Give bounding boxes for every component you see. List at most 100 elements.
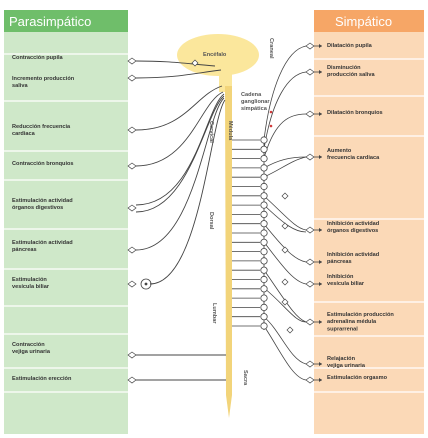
para-effect-8-line-1: Contracción [12,342,45,348]
chain-ganglion-node [260,182,268,191]
chain-ganglion-node [260,322,268,330]
sympathetic-panel [314,10,424,434]
chain-ganglion-node [260,173,268,181]
symp-diamond-marker [305,280,315,288]
prevertebral-ganglion [281,192,289,200]
parasympathetic-nerve [149,99,226,285]
symp-arrow-head [319,282,322,286]
prevertebral-ganglion [281,246,289,254]
nerve-connections [127,42,322,384]
sympathetic-nerve [263,269,307,323]
symp-arrow-head [319,320,322,324]
symp-diamond-marker [305,68,315,76]
prevertebral-ganglion [286,326,294,334]
symp-arrow-head [319,70,322,74]
symp-effect-8-line-2: adrenalina médula [327,319,377,325]
symp-diamond-marker [305,258,315,266]
para-effect-2-line-2: saliva [12,83,28,89]
prevertebral-ganglion [281,222,289,230]
para-diamond-marker [127,376,137,384]
symp-effect-10-line-1: Estimulación orgasmo [327,375,388,381]
chain-ganglion-node [260,136,268,144]
chain-ganglion-node [260,257,268,265]
ganglion-dot [144,282,148,286]
symp-arrow-head [319,44,322,48]
symp-diamond-marker [305,318,315,326]
para-effect-4-line-1: Contracción bronquios [12,161,74,167]
symp-effect-7-line-2: vesícula biliar [327,281,365,287]
chain-ganglion-node [260,164,268,172]
sympathetic-nerve [263,71,307,150]
sympathetic-nerve [263,195,307,231]
para-diamond-marker [127,162,137,170]
sympathetic-row-dividers [314,58,424,393]
symp-effect-6-line-1: Inhibición actividad [327,252,380,258]
symp-effect-4-line-1: Aumento [327,148,352,154]
symp-arrow-head [319,155,322,159]
chain-ganglion-node [260,145,268,153]
brainstem-shape [219,66,232,92]
parasympathetic-nerve [135,69,222,79]
symp-effect-5-line-1: Inhibición actividad [327,221,380,227]
symp-effect-9-line-1: Relajación [327,356,356,362]
prevertebral-ganglion [281,278,289,286]
chain-ganglion-node [260,229,268,237]
symp-effect-8-line-1: Estimulación producción [327,312,394,318]
chain-ganglion-node [260,294,268,302]
chain-ganglion-node [260,155,268,163]
chain-label-line-1: Cadena [241,92,262,98]
chain-ganglion-node [260,303,268,311]
chain-red-marker [269,110,273,114]
parasympathetic-header-bar [4,10,128,32]
symp-diamond-marker [305,360,315,368]
sympathetic-nerve [263,156,307,169]
parasympathetic-nerve [135,95,225,213]
symp-diamond-marker [305,153,315,161]
symp-effect-3-line-1: Dilatación bronquios [327,110,383,116]
para-diamond-marker [127,204,137,212]
para-effect-7-line-1: Estimulación [12,277,47,283]
chain-red-marker [269,124,273,128]
chain-ganglion-node [260,210,268,218]
brain-label: Encéfalo [203,52,227,58]
symp-diamond-marker [305,226,315,234]
spinal-cord-shape [225,86,232,418]
chain-ganglion-node [260,220,268,228]
segment-label-lumbar: Lumbar [211,303,217,324]
para-effect-6-line-2: páncreas [12,247,37,253]
symp-effect-4-line-2: frecuencia cardiaca [327,155,380,161]
chain-ganglion-node [260,238,268,246]
symp-arrow-head [319,362,322,366]
chain-label-line-3: simpática [241,106,268,112]
ciliary-ganglion [191,59,199,67]
para-effect-1-line-1: Contracción pupila [12,55,64,61]
chain-ganglion-node [260,313,268,321]
symp-effect-2-line-1: Disminución [327,65,361,71]
symp-effect-7-line-1: Inhibición [327,274,354,280]
para-diamond-marker [127,246,137,254]
symp-effect-9-line-2: vejiga urinaria [327,363,366,369]
parasympathetic-nerve [135,93,225,206]
chain-ganglion-node [260,275,268,284]
para-effect-8-line-2: vejiga urinaria [12,349,51,355]
symp-diamond-marker [305,110,315,118]
para-effect-3-line-2: cardiaca [12,131,36,137]
sympathetic-ganglion-chain [232,110,273,330]
chain-ganglion-node [260,201,268,209]
sympathetic-nerve [263,223,307,263]
para-diamond-marker [127,126,137,134]
symp-effect-2-line-2: producción saliva [327,72,375,78]
sympathetic-nerve [263,241,307,285]
brain-shape [177,34,259,76]
symp-arrow-head [319,378,322,382]
symp-arrow-head [319,260,322,264]
para-effect-3-line-1: Reducción frecuencia [12,124,71,130]
sympathetic-nerve [263,325,307,381]
para-diamond-marker [127,74,137,82]
parasympathetic-nerve [135,91,224,167]
para-effect-5-line-2: órganos digestivos [12,205,63,211]
